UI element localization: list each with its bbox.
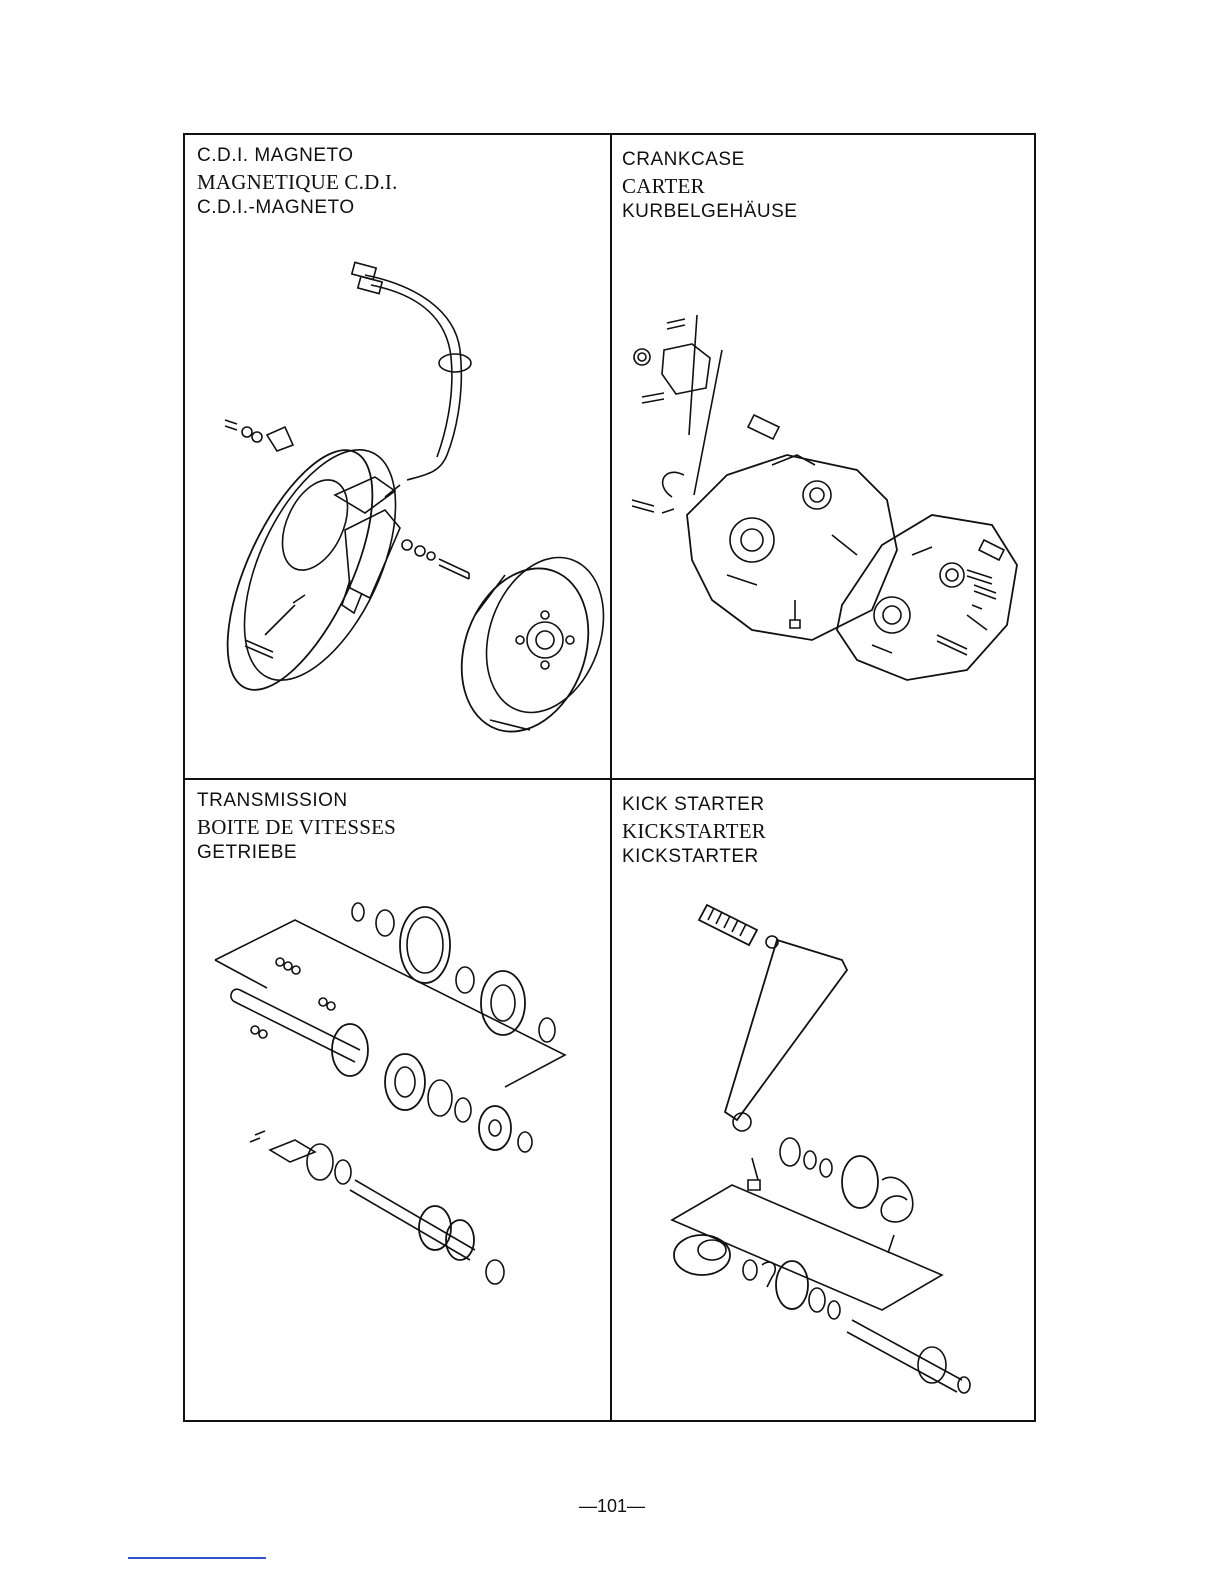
footer-rule	[128, 1557, 266, 1559]
panel-crankcase: CRANKCASE CARTER KURBELGEHÄUSE	[612, 135, 1034, 778]
exploded-view-grid: C.D.I. MAGNETO MAGNETIQUE C.D.I. C.D.I.-…	[183, 133, 1036, 1422]
transmission-illustration	[185, 780, 610, 1420]
panel-kick-starter: KICK STARTER KICKSTARTER KICKSTARTER	[612, 780, 1034, 1420]
kick-starter-illustration	[612, 780, 1034, 1420]
page-number: —101—	[0, 1496, 1224, 1517]
panel-cdi-magneto: C.D.I. MAGNETO MAGNETIQUE C.D.I. C.D.I.-…	[185, 135, 610, 778]
magneto-illustration	[185, 135, 610, 778]
crankcase-illustration	[612, 135, 1034, 778]
panel-transmission: TRANSMISSION BOITE DE VITESSES GETRIEBE	[185, 780, 610, 1420]
